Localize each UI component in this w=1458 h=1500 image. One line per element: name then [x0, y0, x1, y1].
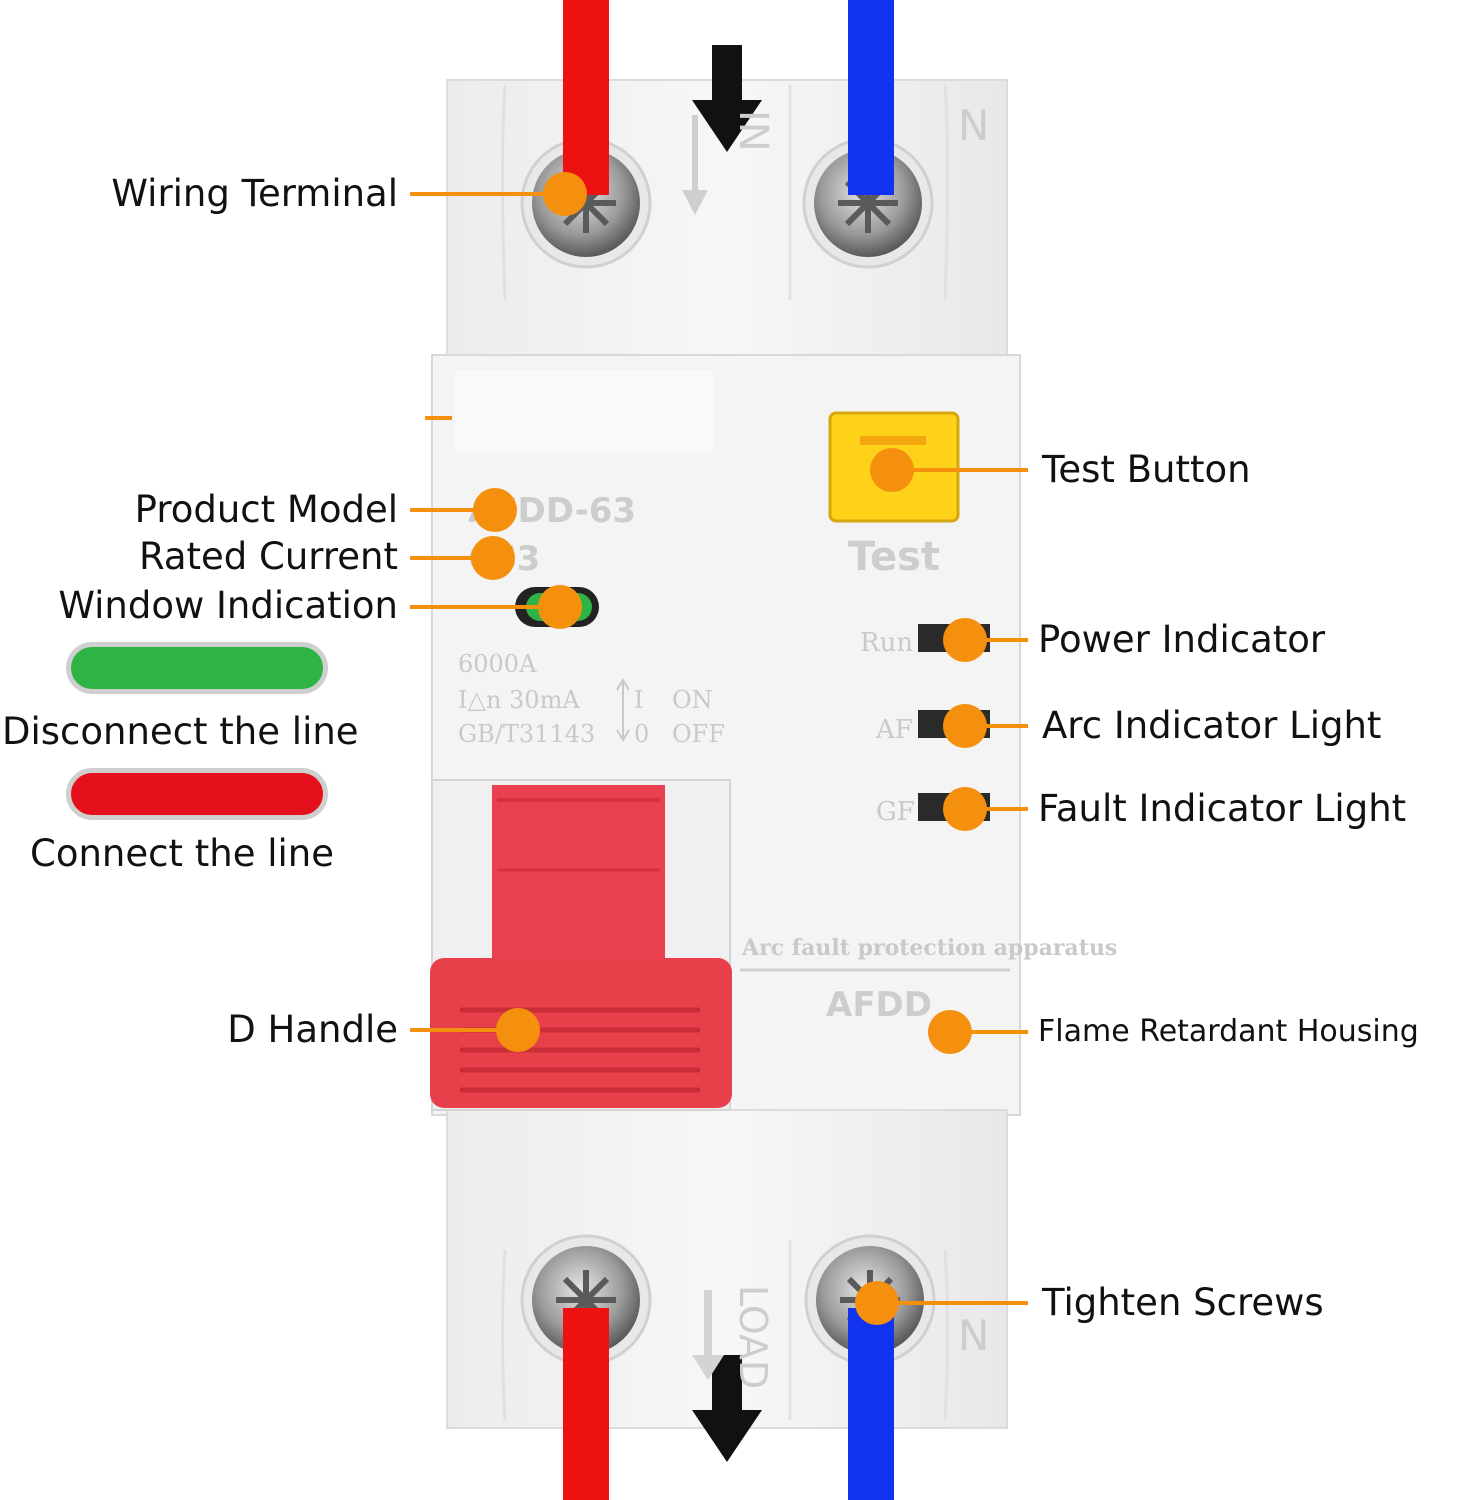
standard-marking: GB/T31143 — [458, 720, 595, 748]
bottom-phase-wire — [563, 1308, 609, 1500]
breaking-capacity-marking: 6000A — [458, 650, 537, 678]
disconnect-line-label: Disconnect the line — [2, 710, 359, 753]
window-indication-dot — [538, 585, 582, 629]
af-marking: AF — [875, 715, 913, 745]
green-indicator-sample — [66, 642, 328, 694]
power-indicator-dot — [943, 618, 987, 662]
test-marking: Test — [848, 534, 940, 580]
top-phase-wire — [563, 0, 609, 195]
test-button-label: Test Button — [1042, 448, 1251, 491]
test-button-dot — [870, 448, 914, 492]
tighten-screws-label: Tighten Screws — [1042, 1281, 1324, 1324]
tighten-screws-dot — [855, 1281, 899, 1325]
arc-indicator-dot — [943, 704, 987, 748]
on-marking: ON — [672, 686, 713, 714]
wiring-terminal-label: Wiring Terminal — [111, 172, 398, 215]
flame-housing-dot — [928, 1010, 972, 1054]
bottom-left-screw — [520, 1234, 652, 1366]
fault-indicator-dot — [943, 787, 987, 831]
input-arrow-icon — [692, 45, 762, 152]
wiring-terminal-dot — [543, 172, 587, 216]
bottom-neutral-wire — [848, 1308, 894, 1500]
arc-indicator-label: Arc Indicator Light — [1042, 704, 1382, 747]
connect-line-label: Connect the line — [30, 832, 335, 875]
in-marking: IN — [730, 110, 776, 152]
off-marking: OFF — [672, 720, 725, 748]
d-handle[interactable] — [430, 779, 732, 1111]
bottom-n-marking: N — [958, 1311, 989, 1360]
rated-current-dot — [471, 536, 515, 580]
on-symbol: I — [634, 686, 643, 714]
load-marking: LOAD — [731, 1285, 775, 1389]
fault-indicator-label: Fault Indicator Light — [1038, 787, 1407, 830]
window-indication-label: Window Indication — [58, 584, 398, 627]
d-handle-label: D Handle — [227, 1008, 398, 1051]
residual-current-marking: I△n 30mA — [458, 686, 580, 714]
output-arrow-icon — [692, 1355, 762, 1462]
rated-current-label: Rated Current — [138, 535, 398, 578]
product-model-label: Product Model — [134, 488, 398, 531]
top-n-marking: N — [958, 101, 989, 150]
run-marking: Run — [860, 628, 913, 658]
off-symbol: 0 — [634, 720, 649, 748]
power-indicator-label: Power Indicator — [1038, 618, 1326, 661]
afdd-marking: AFDD — [826, 985, 932, 1025]
flame-housing-label: Flame Retardant Housing — [1038, 1014, 1419, 1049]
apparatus-marking: Arc fault protection apparatus — [741, 935, 1117, 961]
red-indicator-sample — [66, 768, 328, 820]
top-neutral-wire — [848, 0, 894, 195]
gf-marking: GF — [876, 797, 915, 827]
d-handle-dot — [496, 1008, 540, 1052]
product-model-dot — [473, 488, 517, 532]
